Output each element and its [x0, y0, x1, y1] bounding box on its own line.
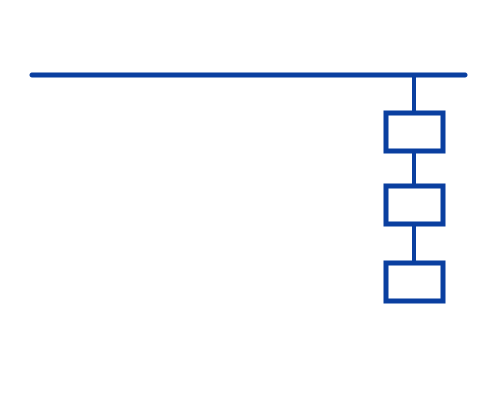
node-box	[383, 183, 446, 227]
node-box	[383, 110, 446, 154]
node-box	[383, 260, 446, 304]
